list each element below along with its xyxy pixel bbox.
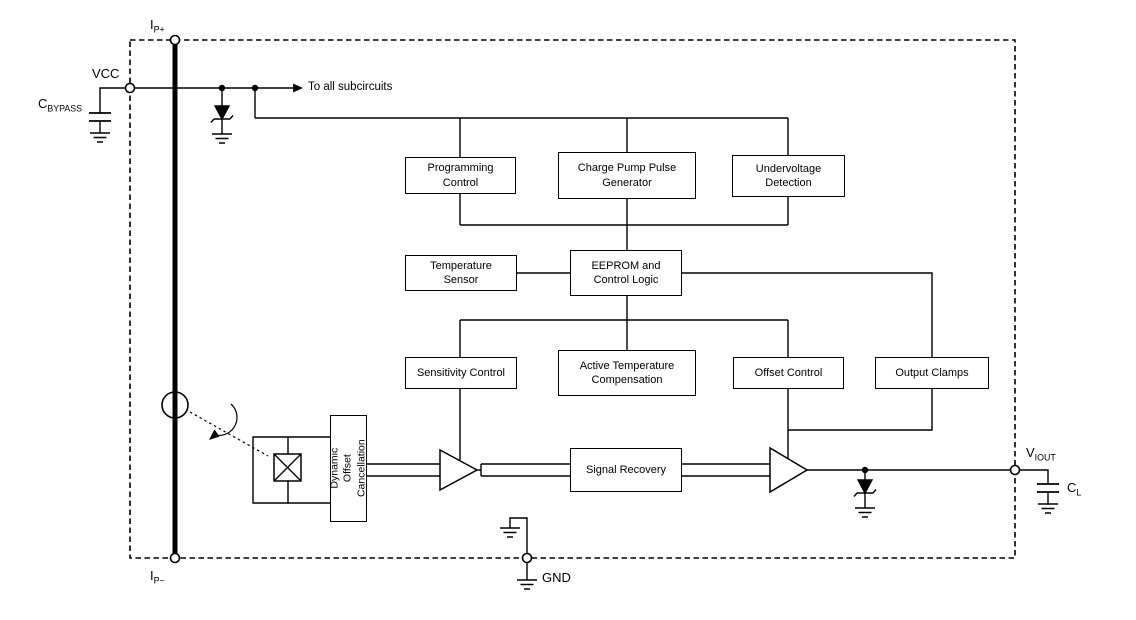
block-label: Charge Pump Pulse Generator — [577, 162, 677, 189]
capacitor-icon — [89, 112, 111, 122]
zener-diode-icon — [853, 479, 877, 497]
ground-icon — [500, 527, 520, 538]
block-active-temperature-compensation: Active Temperature Compensation — [558, 350, 696, 396]
label-sub: P+ — [153, 24, 165, 35]
terminal-ip-plus — [169, 34, 181, 46]
block-label: Active Temperature Compensation — [579, 359, 675, 386]
label-base: GND — [542, 570, 571, 585]
block-label: Output Clamps — [895, 366, 969, 379]
label-ip-plus: IP+ — [150, 17, 165, 35]
junction-dot — [251, 84, 259, 92]
wire — [252, 436, 330, 504]
wire — [788, 389, 933, 431]
coupling-dotted-line — [189, 411, 269, 457]
label-ip-minus: IP− — [150, 568, 165, 586]
block-label: Signal Recovery — [585, 463, 667, 476]
opamp-icon — [769, 446, 809, 494]
block-label: EEPROM and Control Logic — [591, 259, 661, 286]
capacitor-icon — [1037, 483, 1059, 493]
ground-icon — [1038, 503, 1058, 514]
block-temperature-sensor: Temperature Sensor — [405, 255, 517, 291]
label-base: I — [150, 568, 154, 583]
label-gnd: GND — [542, 570, 571, 585]
junction-dot — [218, 84, 226, 92]
label-c-bypass: CBYPASS — [38, 96, 82, 114]
zener-diode-icon — [210, 105, 234, 123]
label-base: I — [150, 17, 154, 32]
block-label: Undervoltage Detection — [755, 162, 822, 189]
label-c-load: CL — [1067, 480, 1081, 498]
terminal-vcc — [124, 82, 136, 94]
to-all-subcircuits-arrow-icon — [255, 83, 303, 93]
block-label: Offset Control — [754, 366, 823, 379]
block-label: Sensitivity Control — [416, 366, 506, 379]
rotation-arrow-icon — [211, 403, 238, 437]
ground-icon — [517, 579, 537, 590]
label-base: VCC — [92, 66, 120, 81]
block-signal-recovery: Signal Recovery — [570, 448, 682, 492]
ground-icon — [90, 132, 110, 143]
wire — [1019, 469, 1049, 484]
label-viout: VIOUT — [1026, 445, 1056, 463]
wire — [99, 87, 126, 113]
ic-boundary — [129, 39, 1016, 559]
block-label: Dynamic Offset Cancellation — [328, 439, 368, 498]
block-offset-control: Offset Control — [733, 357, 844, 389]
terminal-gnd — [521, 552, 533, 564]
label-base: C — [38, 96, 48, 111]
terminal-viout — [1009, 464, 1021, 476]
wire-network — [99, 87, 1049, 580]
rotation-arrowhead-icon — [209, 429, 220, 440]
ground-icon — [855, 507, 875, 518]
wire — [682, 272, 933, 357]
label-to-all-subcircuits: To all subcircuits — [308, 81, 392, 93]
block-undervoltage-detection: Undervoltage Detection — [732, 155, 845, 197]
opamp-icon — [439, 448, 479, 492]
wire — [509, 517, 528, 554]
junction-dot — [861, 466, 869, 474]
block-sensitivity-control: Sensitivity Control — [405, 357, 517, 389]
terminal-ip-minus — [169, 552, 181, 564]
block-label: Programming Control — [427, 162, 494, 189]
block-output-clamps: Output Clamps — [875, 357, 989, 389]
label-base: C — [1067, 480, 1077, 495]
label-sub: BYPASS — [47, 103, 83, 114]
block-label: Temperature Sensor — [430, 259, 492, 286]
block-charge-pump-pulse-generator: Charge Pump Pulse Generator — [558, 152, 696, 199]
label-base: V — [1026, 445, 1035, 460]
label-sub: IOUT — [1034, 452, 1056, 463]
label-base: To all subcircuits — [308, 81, 393, 93]
label-sub: P− — [153, 575, 165, 586]
ground-icon — [212, 133, 232, 144]
flux-concentrator-icon — [161, 391, 189, 419]
block-programming-control: Programming Control — [405, 157, 516, 194]
label-vcc: VCC — [92, 66, 119, 81]
block-eeprom-control-logic: EEPROM and Control Logic — [570, 250, 682, 296]
label-sub: L — [1076, 487, 1082, 498]
hall-element-icon — [273, 453, 302, 482]
block-dynamic-offset-cancellation: Dynamic Offset Cancellation — [328, 415, 368, 522]
